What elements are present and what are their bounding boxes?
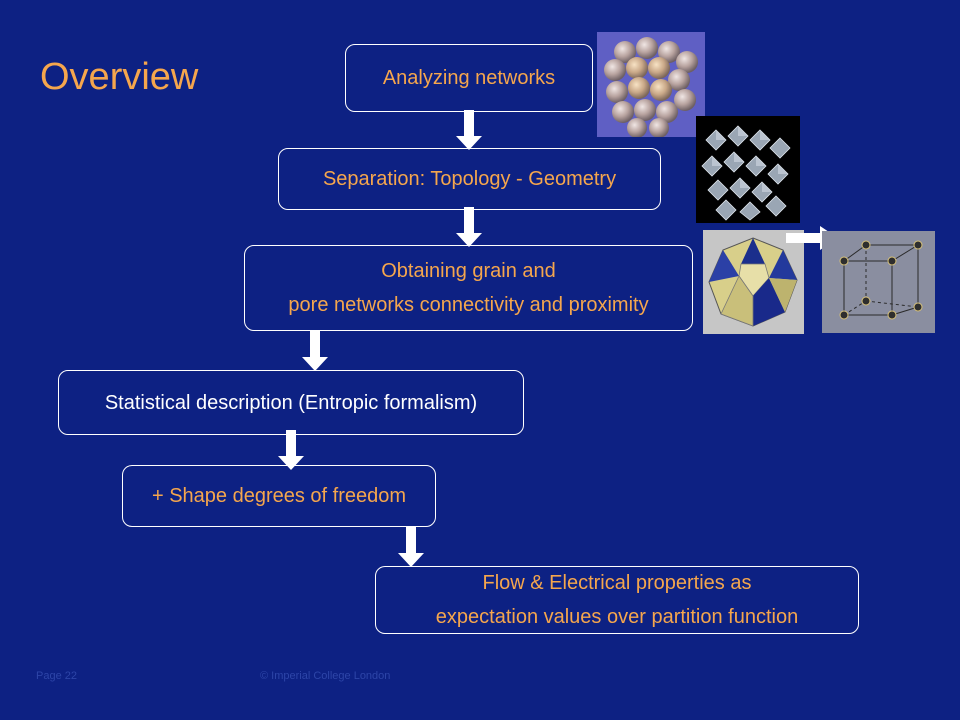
slide-title: Overview xyxy=(40,56,199,98)
step-text: Separation: Topology - Geometry xyxy=(322,168,617,190)
step-text-line-1: Obtaining grain and xyxy=(381,260,556,282)
step-separation: Separation: Topology - Geometry xyxy=(278,148,661,210)
step-flow-electrical: Flow & Electrical properties as expectat… xyxy=(375,566,859,634)
step-text-line-2: expectation values over partition functi… xyxy=(435,606,799,628)
down-arrow-icon xyxy=(398,527,424,567)
step-text: Analyzing networks xyxy=(382,67,556,89)
step-text-line-1: Flow & Electrical properties as xyxy=(482,572,752,594)
step-statistical-description: Statistical description (Entropic formal… xyxy=(58,370,524,435)
down-arrow-icon xyxy=(456,110,482,150)
down-arrow-icon xyxy=(278,430,304,470)
step-shape-degrees: + Shape degrees of freedom xyxy=(122,465,436,527)
step-analyzing-networks: Analyzing networks xyxy=(345,44,593,112)
polyhedron-image xyxy=(703,230,804,334)
down-arrow-icon xyxy=(302,331,328,371)
octahedra-lattice-image xyxy=(696,116,800,223)
step-obtaining-networks: Obtaining grain and pore networks connec… xyxy=(244,245,693,331)
lattice-cube-image xyxy=(822,231,935,333)
down-arrow-icon xyxy=(456,207,482,247)
copyright: © Imperial College London xyxy=(260,670,391,682)
sphere-packing-image xyxy=(597,32,705,137)
step-text: + Shape degrees of freedom xyxy=(151,485,407,507)
step-text-line-2: pore networks connectivity and proximity xyxy=(288,294,649,316)
page-number: Page 22 xyxy=(36,670,77,682)
step-text: Statistical description (Entropic formal… xyxy=(104,391,478,414)
